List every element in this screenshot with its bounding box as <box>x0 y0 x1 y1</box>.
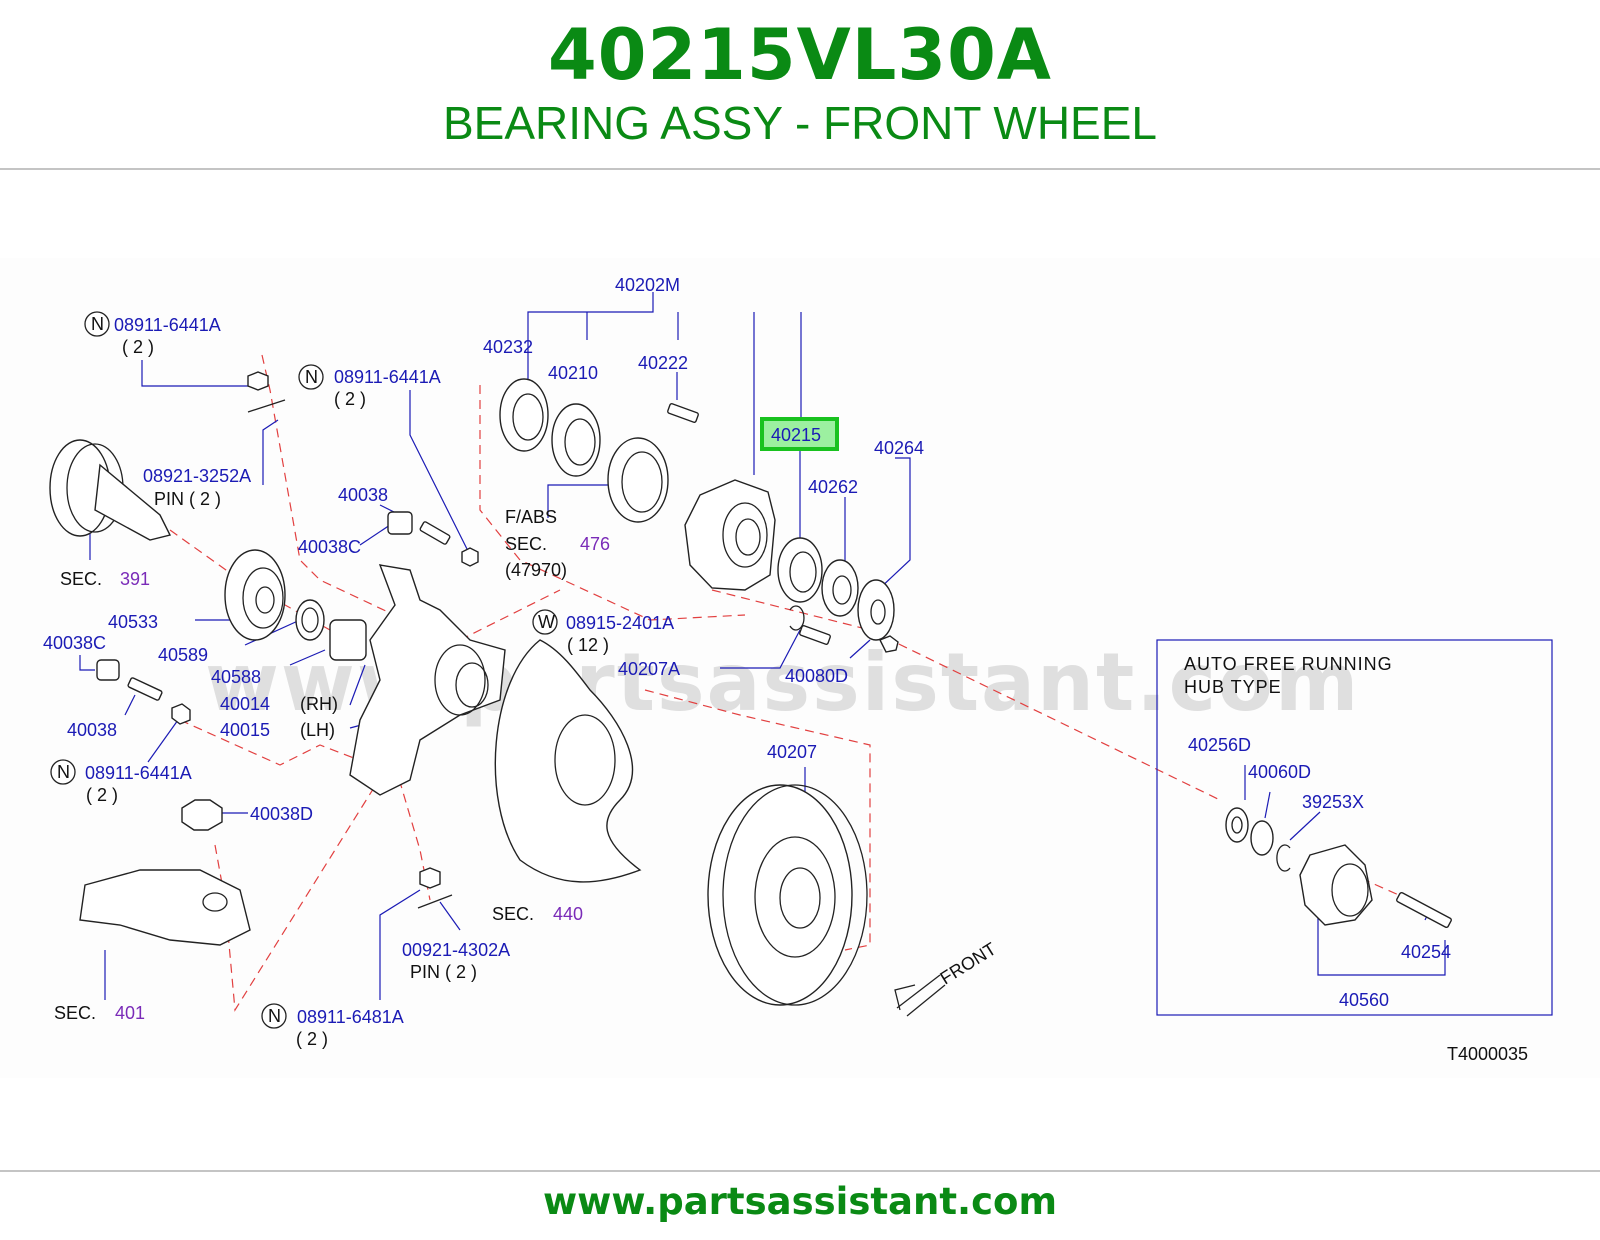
side-lh: (LH) <box>300 720 335 740</box>
pin-qty-a: PIN ( 2 ) <box>154 489 221 509</box>
label-40589: 40589 <box>158 645 208 665</box>
n-marker-3-text: N <box>57 762 70 782</box>
label-40202M: 40202M <box>615 275 680 295</box>
inset-box <box>1156 639 1553 1016</box>
front-direction-label: FRONT <box>937 939 1000 989</box>
qty-2-c: ( 2 ) <box>86 785 118 805</box>
qty-2-b: ( 2 ) <box>334 389 366 409</box>
parts-line-art <box>49 371 946 1017</box>
label-40215-highlighted[interactable]: 40215 <box>771 425 821 445</box>
sec-440-label: SEC. <box>492 904 534 924</box>
label-40060D: 40060D <box>1248 762 1311 782</box>
part-labels: 40202M 40232 40210 40222 40215 40264 402… <box>43 275 1451 1010</box>
label-40262: 40262 <box>808 477 858 497</box>
n-marker-1-text: N <box>91 314 104 334</box>
label-08911-6481A: 08911-6481A <box>297 1007 404 1027</box>
n-marker-1 <box>84 311 110 337</box>
sec-440-number: 440 <box>553 904 583 924</box>
label-40256D: 40256D <box>1188 735 1251 755</box>
label-40038-top: 40038 <box>338 485 388 505</box>
leader-lines <box>79 292 1446 1000</box>
label-40232: 40232 <box>483 337 533 357</box>
label-39253X: 39253X <box>1302 792 1364 812</box>
label-40264: 40264 <box>874 438 924 458</box>
side-rh: (RH) <box>300 694 338 714</box>
part-number-title: 40215VL30A <box>548 14 1052 96</box>
label-40015: 40015 <box>220 720 270 740</box>
n-marker-4-text: N <box>268 1006 281 1026</box>
label-00921-4302A: 00921-4302A <box>402 940 510 960</box>
footer-divider <box>0 1170 1600 1172</box>
label-40038C-left: 40038C <box>43 633 106 653</box>
label-08911-6441A-2: 08911-6441A <box>334 367 441 387</box>
sec-47970: (47970) <box>505 560 567 580</box>
qty-2-a: ( 2 ) <box>122 337 154 357</box>
n-marker-3 <box>50 759 76 785</box>
qty-2-d: ( 2 ) <box>296 1029 328 1049</box>
footer-site-link[interactable]: www.partsassistant.com <box>542 1180 1057 1223</box>
w-marker-text: W <box>538 612 555 632</box>
fabs-label: F/ABS <box>505 507 557 527</box>
part-name-subtitle: BEARING ASSY - FRONT WHEEL <box>442 97 1157 149</box>
label-40222: 40222 <box>638 353 688 373</box>
sec-391-number: 391 <box>120 569 150 589</box>
label-40207A: 40207A <box>618 659 680 679</box>
label-40588: 40588 <box>211 667 261 687</box>
label-08921-3252A: 08921-3252A <box>143 466 251 486</box>
qty-12: ( 12 ) <box>567 635 609 655</box>
label-40014: 40014 <box>220 694 270 714</box>
label-40560: 40560 <box>1339 990 1389 1010</box>
label-40038D: 40038D <box>250 804 313 824</box>
highlight-box-40215 <box>760 417 839 451</box>
label-40207: 40207 <box>767 742 817 762</box>
label-08911-6441A-3: 08911-6441A <box>85 763 192 783</box>
n-marker-2 <box>298 364 324 390</box>
w-marker <box>532 609 558 635</box>
label-40080D: 40080D <box>785 666 848 686</box>
section-references: SEC. 391 F/ABS SEC. 476 (47970) SEC. 440… <box>54 507 610 1023</box>
sec-401-number: 401 <box>115 1003 145 1023</box>
label-08915-2401A: 08915-2401A <box>566 613 674 633</box>
n-marker-2-text: N <box>305 367 318 387</box>
diagram-id: T4000035 <box>1447 1044 1528 1064</box>
inset-parts-line-art <box>1225 807 1452 929</box>
label-40533: 40533 <box>108 612 158 632</box>
sec-476-label: SEC. <box>505 534 547 554</box>
label-40254: 40254 <box>1401 942 1451 962</box>
header-divider <box>0 168 1600 170</box>
inset-title-line1: AUTO FREE RUNNING <box>1184 654 1393 674</box>
pin-qty-b: PIN ( 2 ) <box>410 962 477 982</box>
label-40038C-top: 40038C <box>298 537 361 557</box>
n-marker-4 <box>261 1003 287 1029</box>
label-40038-left: 40038 <box>67 720 117 740</box>
label-08911-6441A-1: 08911-6441A <box>114 315 221 335</box>
sec-476-number: 476 <box>580 534 610 554</box>
sec-391-label: SEC. <box>60 569 102 589</box>
inset-title-line2: HUB TYPE <box>1184 677 1282 697</box>
sec-401-label: SEC. <box>54 1003 96 1023</box>
label-40210: 40210 <box>548 363 598 383</box>
hardware-labels: N 08911-6441A ( 2 ) N 08911-6441A ( 2 ) … <box>50 311 674 1049</box>
